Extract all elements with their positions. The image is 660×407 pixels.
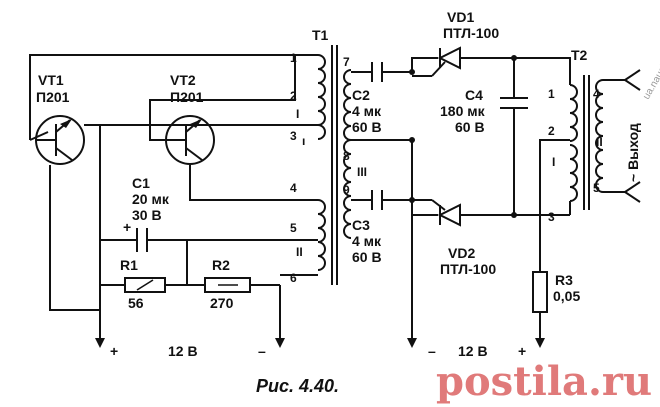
t1-tap-mark: ı (302, 134, 305, 148)
c1-voltage: 30 В (132, 207, 162, 223)
c3-ref: C3 (352, 217, 370, 233)
wire-output (603, 79, 625, 193)
t2-pin-4: 4 (593, 87, 600, 101)
t1-pin-5: 5 (290, 221, 297, 235)
c1-polarity: + (123, 219, 131, 235)
r1-ref: R1 (120, 257, 138, 273)
t2-pin-2: 2 (548, 124, 555, 138)
t2-pin-1: 1 (548, 87, 555, 101)
t1-pin-4: 4 (290, 181, 297, 195)
wire-r3 (539, 139, 570, 345)
output-term-bot-a (624, 181, 641, 193)
t1-pin-9: 9 (343, 183, 350, 197)
c2-ref: C2 (352, 87, 370, 103)
junction-c4-bottom (511, 212, 517, 218)
t2-winding-ii: II (596, 135, 603, 149)
t1-pin-3: 3 (290, 129, 297, 143)
vd1-thyristor (412, 46, 461, 77)
r1-value: 56 (128, 295, 144, 311)
r3-ref: R3 (555, 272, 573, 288)
t1-winding-i: I (296, 107, 299, 121)
t1-winding-ii: II (296, 245, 303, 259)
c3-value: 4 мк (352, 233, 382, 249)
c1-ref: C1 (132, 175, 150, 191)
vd1-type: ПТЛ-100 (443, 25, 499, 41)
wire-top-rail (29, 54, 318, 140)
vt2-type: П201 (170, 89, 204, 105)
t1-winding-iii: III (357, 165, 367, 179)
r3-value: 0,05 (553, 288, 580, 304)
vt1-ref: VT1 (38, 72, 64, 88)
output-label: ~ Выход (625, 123, 641, 182)
t2-ref: T2 (571, 47, 588, 63)
figure-caption: Рис. 4.40. (256, 376, 339, 396)
wire-vt2-collector (189, 165, 318, 201)
vt1-transistor (35, 115, 85, 165)
output-term-top-b (624, 79, 641, 91)
left-minus: – (258, 343, 266, 359)
wire-vt2-emitter-rail (149, 55, 296, 141)
t2-pin-5: 5 (593, 181, 600, 195)
t1-primary-coil-lower (317, 199, 326, 271)
t2-primary-coil (569, 84, 578, 215)
left-plus: + (110, 343, 118, 359)
arrow-right-plus (535, 338, 545, 348)
output-term-top-a (624, 69, 641, 81)
c4-voltage: 60 В (455, 119, 485, 135)
t2-secondary-coil (595, 79, 604, 193)
c2-value: 4 мк (352, 103, 382, 119)
wire-vt1-collector (49, 165, 100, 311)
t1-ref: T1 (312, 27, 329, 43)
c1-value: 20 мк (132, 191, 170, 207)
r3-resistor (532, 271, 548, 313)
vd2-ref: VD2 (448, 245, 475, 261)
t1-primary-coil-upper (317, 54, 326, 140)
vt2-transistor (165, 115, 215, 165)
watermark-site: ua.nauchebe.net (641, 31, 660, 101)
vd2-type: ПТЛ-100 (440, 261, 496, 277)
vt2-ref: VT2 (170, 72, 196, 88)
r1-resistor (124, 277, 166, 293)
t1-secondary-coil (343, 69, 352, 239)
vd2-thyristor (412, 199, 461, 227)
r2-value: 270 (210, 295, 234, 311)
c4-ref: C4 (465, 87, 483, 103)
r2-ref: R2 (212, 257, 230, 273)
arrow-left-minus (275, 338, 285, 348)
output-term-bot-b (624, 191, 641, 203)
arrow-left-plus (95, 338, 105, 348)
vt1-type: П201 (36, 89, 70, 105)
t2-pin-3: 3 (548, 210, 555, 224)
t1-pin-2: 2 (290, 89, 297, 103)
right-plus: + (518, 343, 526, 359)
wire-vt1-emitter (29, 131, 49, 141)
t1-pin-6: 6 (290, 271, 297, 285)
t1-pin-8: 8 (343, 149, 350, 163)
vd1-ref: VD1 (447, 9, 474, 25)
r2-resistor (204, 277, 251, 293)
c4-value: 180 мк (440, 103, 486, 119)
c3-voltage: 60 В (352, 249, 382, 265)
wire-vd1 (411, 57, 571, 85)
t1-pin-7: 7 (343, 55, 350, 69)
arrow-right-minus (407, 338, 417, 348)
junction-c4-top (511, 55, 517, 61)
right-voltage: 12 В (458, 343, 488, 359)
t2-winding-i: I (552, 155, 555, 169)
left-voltage: 12 В (168, 343, 198, 359)
right-minus: – (428, 343, 436, 359)
t1-pin-1: 1 (290, 51, 297, 65)
wire-minus-left (279, 274, 318, 345)
junction-center (409, 137, 415, 143)
watermark-logo: postila.ru (436, 358, 652, 405)
c2-voltage: 60 В (352, 119, 382, 135)
